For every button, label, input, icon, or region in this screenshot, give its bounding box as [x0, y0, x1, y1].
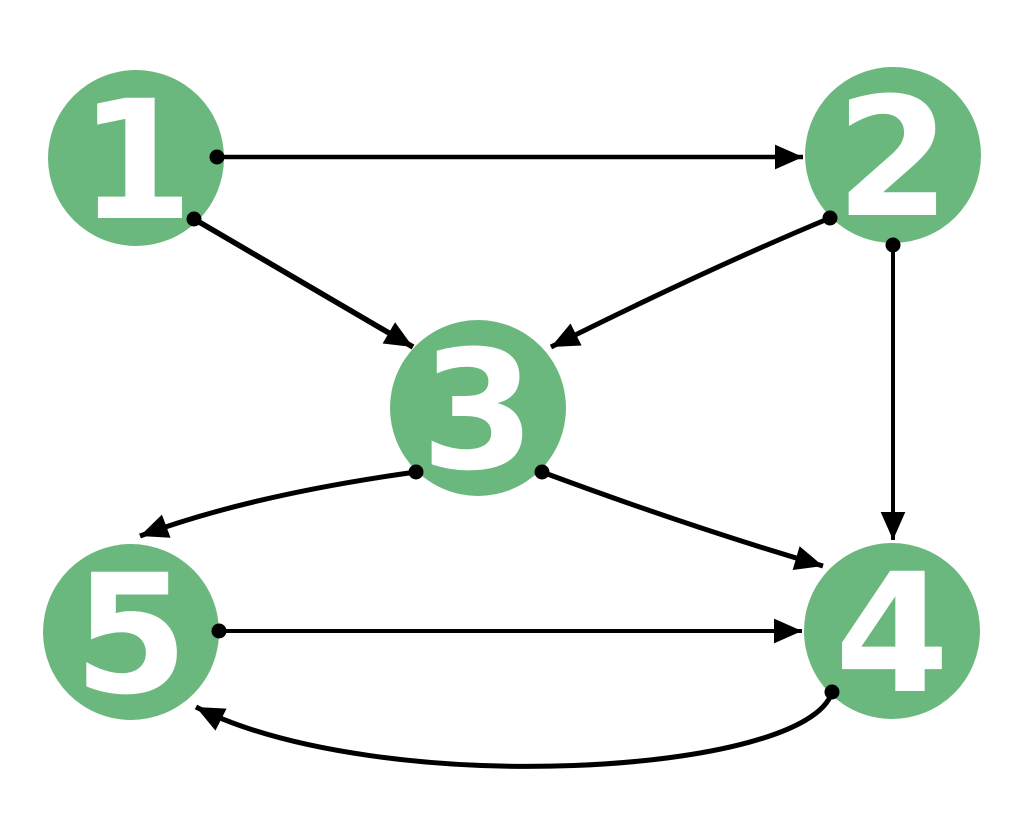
edge-3-to-5: [139, 469, 417, 539]
nodes-layer: 1 2 3 4 5: [43, 62, 981, 731]
edge-2-to-3-source-dot: [822, 210, 838, 226]
edge-1-to-3: [192, 216, 415, 350]
node-1: [48, 70, 224, 246]
edge-1-to-3-source-dot: [186, 211, 202, 227]
node-3-label: 3: [421, 315, 536, 507]
edge-5-to-4-source-dot: [211, 623, 227, 639]
node-2: [805, 67, 981, 243]
node-5: [43, 544, 219, 720]
edge-3-to-4: [541, 469, 824, 570]
node-5-label: 5: [74, 539, 189, 731]
node-4-label: 4: [835, 538, 950, 730]
edge-4-to-5-source-dot: [824, 684, 840, 700]
node-4: [804, 543, 980, 719]
edge-3-to-4-source-dot: [534, 464, 550, 480]
edge-4-to-5: [194, 691, 835, 769]
edge-2-to-4-source-dot: [885, 237, 901, 253]
edge-2-to-3: [549, 215, 831, 350]
edge-3-to-5-source-dot: [408, 464, 424, 480]
edges-layer: [139, 144, 906, 769]
edge-1-to-2-source-dot: [209, 149, 225, 165]
node-2-label: 2: [836, 62, 951, 254]
node-1-label: 1: [79, 65, 194, 257]
node-3: [390, 320, 566, 496]
